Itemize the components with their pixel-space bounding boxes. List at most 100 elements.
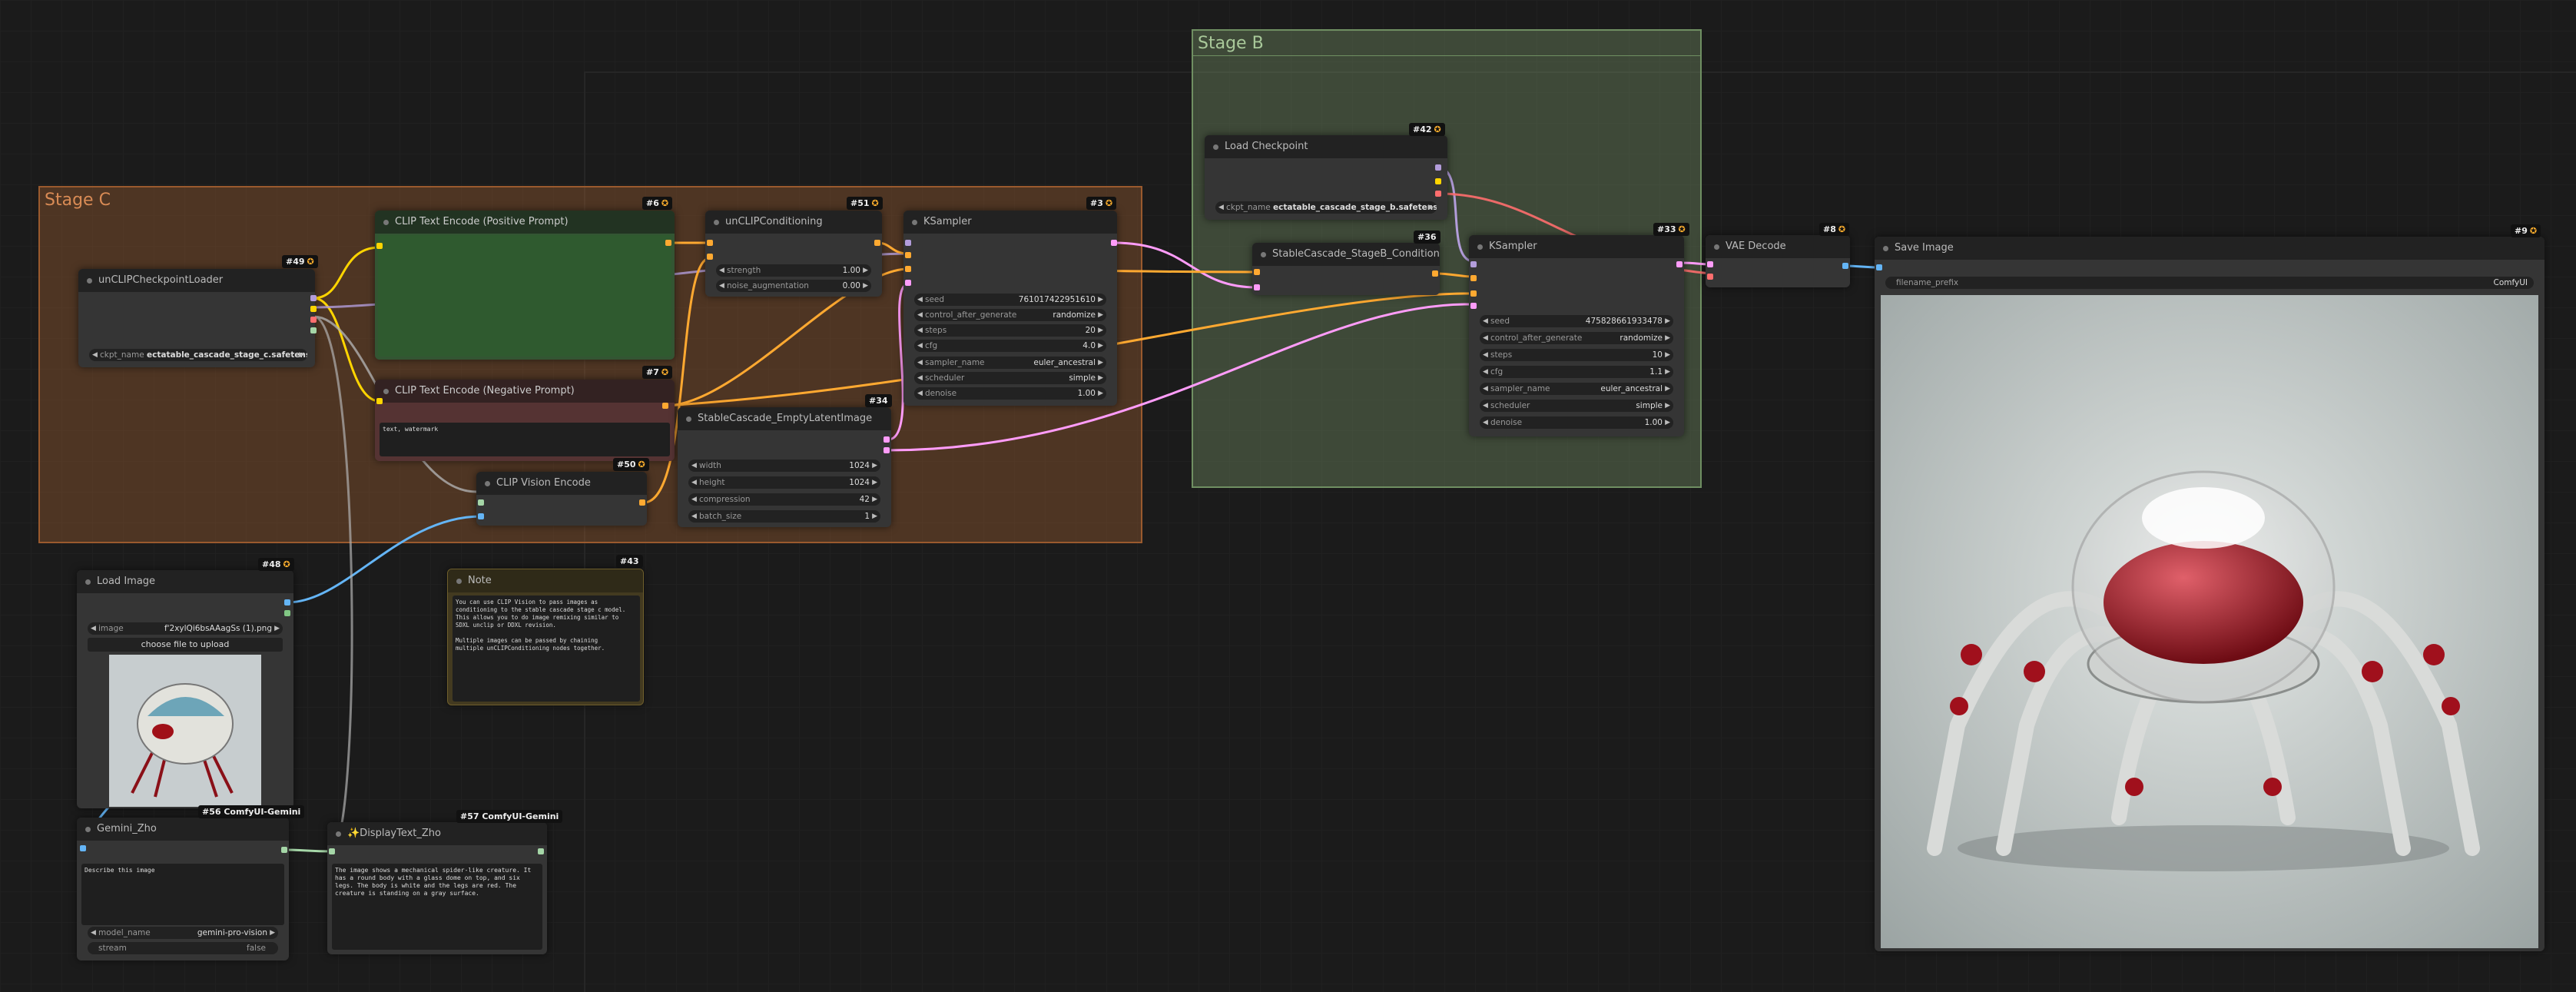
output-text-slot[interactable]: [538, 848, 544, 854]
collapse-dot[interactable]: [485, 481, 490, 486]
collapse-dot[interactable]: [1714, 244, 1719, 250]
collapse-dot[interactable]: [1213, 144, 1218, 150]
input-image-slot[interactable]: [478, 513, 484, 519]
input-vae-slot[interactable]: [1707, 274, 1713, 280]
collapse-dot[interactable]: [686, 416, 691, 422]
node-clip-text-encode-negative[interactable]: CLIP Text Encode (Negative Prompt) text,…: [375, 380, 675, 461]
ckpt-name-combo[interactable]: ◀ckpt_name ectatable_cascade_stage_b.saf…: [1215, 201, 1437, 214]
output-clipvision-output-slot[interactable]: [639, 499, 645, 506]
input-latent-slot[interactable]: [905, 280, 911, 286]
input-latent-slot[interactable]: [1470, 303, 1477, 309]
output-image-slot[interactable]: [284, 599, 290, 605]
input-clipvision-output-slot[interactable]: [707, 254, 713, 260]
input-clip-slot[interactable]: [376, 398, 383, 404]
node-display-text-zho[interactable]: ✨DisplayText_Zho The image shows a mecha…: [327, 822, 547, 954]
input-clipvision-slot[interactable]: [478, 499, 484, 506]
collapse-dot[interactable]: [87, 278, 92, 284]
output-text-slot[interactable]: [281, 847, 287, 853]
output-conditioning-slot[interactable]: [665, 240, 671, 246]
collapse-dot[interactable]: [336, 831, 341, 837]
input-negative-slot[interactable]: [905, 266, 911, 272]
input-image-slot[interactable]: [80, 845, 86, 851]
output-clip-slot[interactable]: [1435, 178, 1441, 184]
collapse-dot[interactable]: [1261, 252, 1266, 257]
output-mask-slot[interactable]: [284, 610, 290, 616]
prompt-textarea[interactable]: [378, 235, 671, 357]
node-gemini-zho[interactable]: Gemini_Zho Describe this image ◀model_na…: [77, 818, 289, 960]
input-clip-slot[interactable]: [376, 243, 383, 249]
collapse-dot[interactable]: [85, 579, 91, 585]
collapse-dot[interactable]: [85, 827, 91, 832]
output-image-slot[interactable]: [1842, 263, 1848, 269]
output-latent-slot[interactable]: [1676, 261, 1683, 267]
collapse-dot[interactable]: [714, 220, 719, 225]
input-stagec-slot[interactable]: [1254, 284, 1260, 290]
input-positive-slot[interactable]: [1470, 275, 1477, 281]
node-load-checkpoint[interactable]: Load Checkpoint ◀ckpt_name ectatable_cas…: [1205, 135, 1447, 220]
output-latent-c-slot[interactable]: [884, 436, 890, 443]
input-images-slot[interactable]: [1876, 264, 1882, 270]
node-clip-text-encode-positive[interactable]: CLIP Text Encode (Positive Prompt): [375, 211, 675, 360]
choose-file-button[interactable]: choose file to upload: [88, 638, 283, 652]
output-conditioning-slot[interactable]: [1432, 270, 1438, 277]
node-clip-vision-encode[interactable]: CLIP Vision Encode: [476, 472, 647, 526]
input-samples-slot[interactable]: [1707, 261, 1713, 267]
node-note[interactable]: Note You can use CLIP Vision to pass ima…: [447, 569, 644, 705]
ckpt-name-combo[interactable]: ◀ckpt_name ectatable_cascade_stage_c.saf…: [89, 349, 307, 361]
input-text-slot[interactable]: [329, 848, 335, 854]
output-image-preview[interactable]: [1881, 295, 2538, 948]
output-model-slot[interactable]: [310, 295, 317, 301]
input-negative-slot[interactable]: [1470, 290, 1477, 297]
node-unclip-checkpoint-loader[interactable]: unCLIPCheckpointLoader ◀ckpt_name ectata…: [78, 269, 315, 367]
node-stageb-conditioning[interactable]: StableCascade_StageB_Conditioning: [1252, 243, 1440, 295]
output-conditioning-slot[interactable]: [874, 240, 880, 246]
note-textarea[interactable]: You can use CLIP Vision to pass images a…: [453, 596, 640, 702]
output-latent-b-slot[interactable]: [884, 447, 890, 453]
input-model-slot[interactable]: [1470, 261, 1477, 267]
output-latent-slot[interactable]: [1111, 240, 1117, 246]
input-model-slot[interactable]: [905, 240, 911, 246]
collapse-dot[interactable]: [1883, 246, 1888, 251]
arrow-right-icon[interactable]: ▶: [299, 351, 304, 359]
collapse-dot[interactable]: [383, 389, 389, 394]
output-clip-slot[interactable]: [310, 306, 317, 312]
arrow-left-icon[interactable]: ◀: [92, 351, 98, 359]
output-clipvision-slot[interactable]: [310, 327, 317, 333]
output-model-slot[interactable]: [1435, 164, 1441, 171]
output-conditioning-slot[interactable]: [662, 403, 668, 409]
prompt-textarea[interactable]: text, watermark: [380, 423, 670, 456]
node-vae-decode[interactable]: VAE Decode: [1706, 235, 1850, 287]
output-vae-slot[interactable]: [1435, 191, 1441, 197]
collapse-dot[interactable]: [1477, 244, 1483, 250]
collapse-dot[interactable]: [912, 220, 917, 225]
collapse-dot[interactable]: [383, 220, 389, 225]
